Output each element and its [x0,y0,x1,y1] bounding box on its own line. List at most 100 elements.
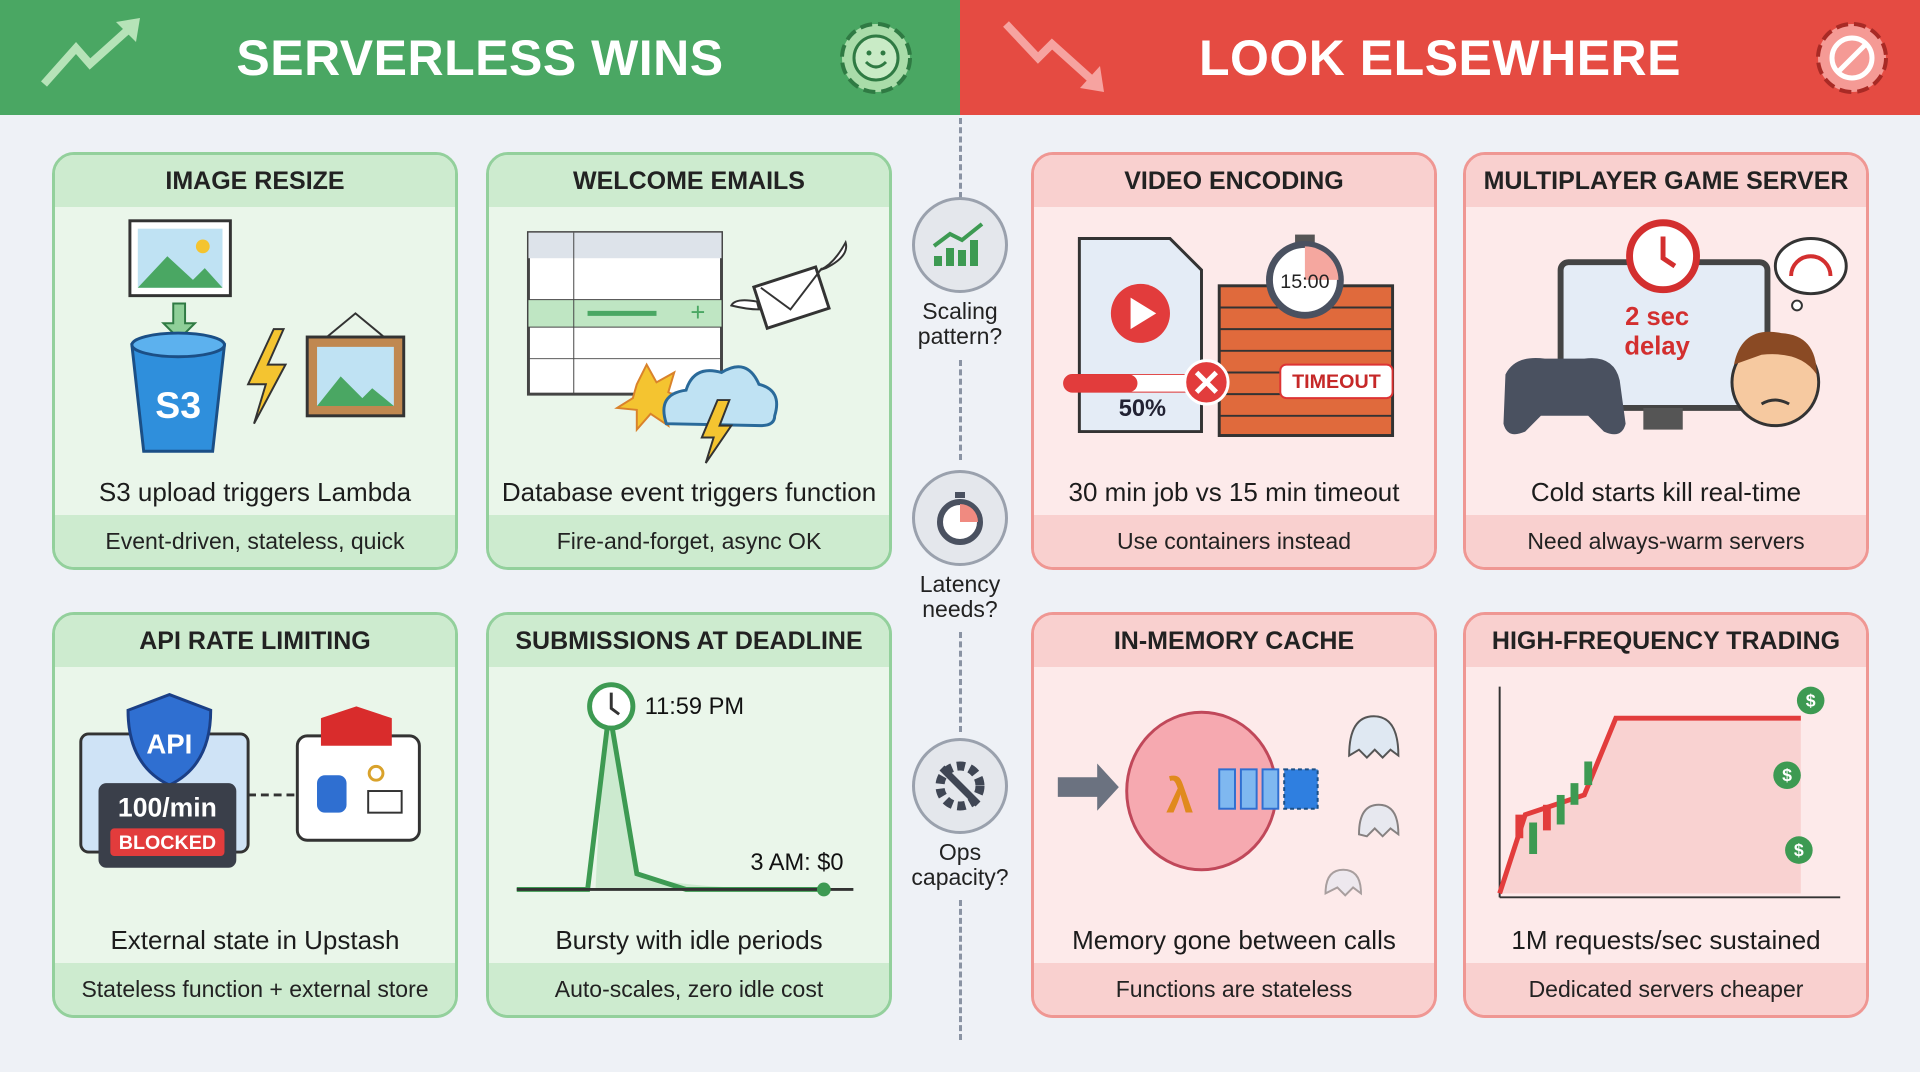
card-footer: Need always-warm servers [1466,515,1866,567]
card-caption: 1M requests/sec sustained [1511,924,1821,955]
cloud-icon [662,365,779,428]
header-title: LOOK ELSEWHERE [1198,29,1682,86]
svg-text:100/min: 100/min [118,793,217,823]
stopwatch-icon: 15:00 [1266,234,1344,319]
card-footer: Dedicated servers cheaper [1466,963,1866,1015]
card-caption: S3 upload triggers Lambda [98,476,412,507]
stopwatch-icon [912,470,1008,566]
svg-text:$: $ [1806,690,1816,710]
card-in-memory-cache: IN-MEMORY CACHE λ Memory gone between ca… [1031,612,1437,1018]
image-icon [128,219,232,298]
svg-text:TIMEOUT: TIMEOUT [1292,371,1381,393]
gear-wrench-icon [912,738,1008,834]
svg-text:$: $ [1782,765,1792,785]
card-footer: Use containers instead [1034,515,1434,567]
load-line [1497,715,1801,895]
card-title: API RATE LIMITING [55,615,455,667]
api-shield-icon: API [126,692,213,787]
svg-text:BLOCKED: BLOCKED [119,832,216,854]
database-email-illustration: + [489,207,889,469]
timeout-badge: TIMEOUT [1279,363,1394,400]
card-footer: Event-driven, stateless, quick [55,515,455,567]
svg-text:S3: S3 [155,384,201,426]
svg-text:+: + [690,299,705,327]
gamepad-icon [1503,358,1626,435]
svg-text:2 sec: 2 sec [1625,303,1689,331]
card-title: WELCOME EMAILS [489,155,889,207]
look-elsewhere-header: LOOK ELSEWHERE [960,0,1920,115]
s3-lambda-illustration: S3 [55,207,455,469]
svg-text:delay: delay [1624,333,1690,361]
brain-memory-illustration: λ [1034,667,1434,917]
deadline-label: 11:59 PM [645,694,744,720]
card-footer: Auto-scales, zero idle cost [489,963,889,1015]
card-title: HIGH-FREQUENCY TRADING [1466,615,1866,667]
trend-up-icon [41,18,140,87]
timeout-illustration: 50% TIMEOUT 15:00 [1034,207,1434,469]
framed-picture-icon [305,312,406,418]
card-caption: Memory gone between calls [1072,924,1396,955]
svg-text:15:00: 15:00 [1280,271,1329,293]
card-footer: Stateless function + external store [55,963,455,1015]
lightning-icon [700,399,734,464]
header-title: SERVERLESS WINS [236,29,724,86]
arrow-down-icon [161,302,198,341]
divider-line [959,632,962,732]
card-caption: Cold starts kill real-time [1530,476,1802,507]
trend-down-icon [1003,21,1104,92]
card-title: MULTIPLAYER GAME SERVER [1466,155,1866,207]
card-caption: Bursty with idle periods [555,924,823,955]
load-area [1499,718,1801,894]
card-image-resize: IMAGE RESIZE S3 S3 upload triggers Lambd… [52,152,458,570]
svg-text:$: $ [1794,840,1804,860]
card-title: IN-MEMORY CACHE [1034,615,1434,667]
clock-icon [1626,219,1700,294]
divider-line [959,118,962,198]
traffic-spike-illustration: 11:59 PM 3 AM: $0 [489,667,889,917]
card-footer: Fire-and-forget, async OK [489,515,889,567]
card-high-frequency-trading: HIGH-FREQUENCY TRADING $ $ $ 1M requests… [1463,612,1869,1018]
svg-text:API: API [146,729,192,760]
bar-chart-icon [912,197,1008,293]
redis-store-icon [295,706,421,842]
progress-label: 50% [1119,396,1166,422]
ghost-icon [1324,715,1400,897]
card-caption: 30 min job vs 15 min timeout [1068,476,1400,507]
idle-cost-label: 3 AM: $0 [750,850,843,876]
smiley-gear-icon [840,22,912,94]
serverless-wins-header: SERVERLESS WINS [0,0,960,115]
card-title: SUBMISSIONS AT DEADLINE [489,615,889,667]
database-table-icon: + [526,231,723,396]
card-video-encoding: VIDEO ENCODING 50% TIMEOUT 15:00 30 min … [1031,152,1437,570]
candlestick-bars [1515,761,1593,855]
s3-bucket-icon: S3 [130,331,227,453]
memory-blocks-icon [1218,768,1319,810]
flying-envelope-icon [729,239,848,331]
divider-line [959,360,962,460]
card-welcome-emails: WELCOME EMAILS + Database event triggers… [486,152,892,570]
card-footer: Functions are stateless [1034,963,1434,1015]
clock-icon [587,682,636,731]
svg-text:λ: λ [1166,769,1193,824]
prohibited-gear-icon [1816,22,1888,94]
card-submissions-at-deadline: SUBMISSIONS AT DEADLINE 11:59 PM 3 AM: $… [486,612,892,1018]
card-title: IMAGE RESIZE [55,155,455,207]
speedometer-thought-icon [1773,237,1848,312]
card-caption: Database event triggers function [501,476,877,507]
card-title: VIDEO ENCODING [1034,155,1434,207]
lightning-icon [246,328,288,425]
flying-money-icon: $ $ $ [1773,686,1825,864]
arrow-right-icon [1057,763,1119,811]
trading-chart-illustration: $ $ $ [1466,667,1866,917]
